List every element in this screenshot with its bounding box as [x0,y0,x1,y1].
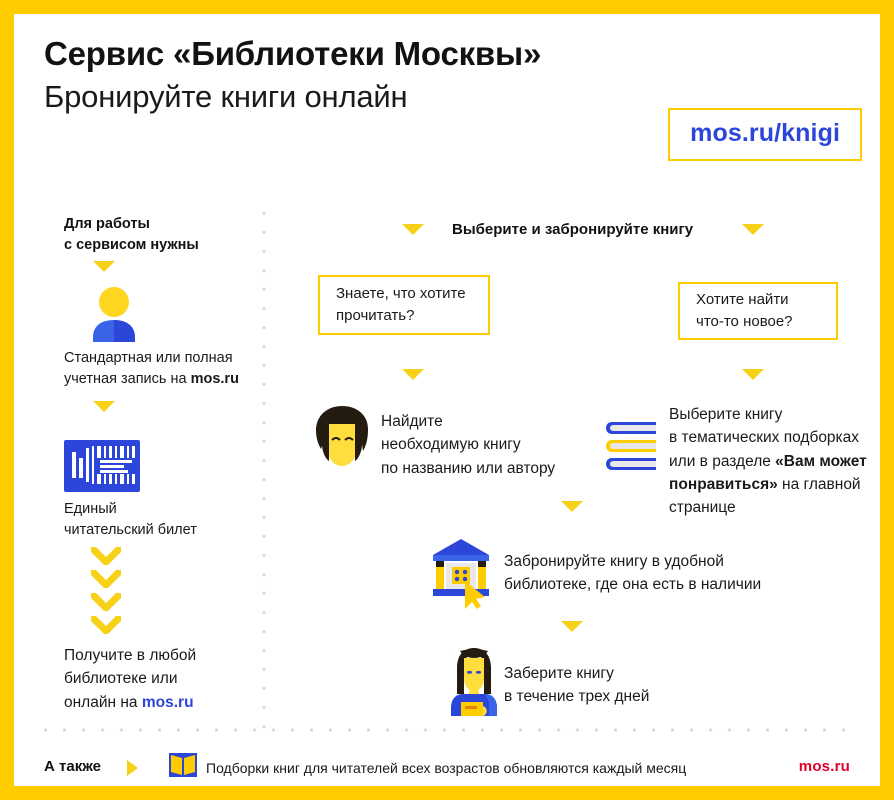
user-avatar-icon [88,287,140,342]
open-book-icon [169,753,197,782]
left-step1-mos-link[interactable]: mos.ru [190,371,239,388]
branch-right-line-4-rest: на главной [777,475,861,493]
curly-hair-person-icon [311,404,373,469]
left-step1-text: Стандартная или полная учетная запись на… [64,348,274,390]
library-step-line-1: Забронируйте книгу в удобной [504,553,724,570]
url-badge-label: mos.ru/knigi [690,119,840,147]
book-stack-icon [606,420,662,478]
pickup-step-line-1: Заберите книгу [504,665,614,682]
library-card-icon [64,440,140,492]
chevron-down-icon-1 [91,547,121,565]
branch-left-line-3: по названию или автору [381,459,556,477]
question-left-line-2: прочитать? [336,307,415,324]
branch-left-line-2: необходимую книгу [381,436,521,454]
branch-right-line-4: понравиться» на главной [669,473,874,496]
left-step3-line-3-prefix: онлайн на [64,693,142,711]
question-box-left[interactable]: Знаете, что хотите прочитать? [318,275,490,335]
down-arrow-branch-left [402,369,424,380]
down-arrow-left-1 [93,261,115,272]
branch-right-line-3-prefix: или в разделе [669,452,776,470]
question-right-text: Хотите найти что-то новое? [696,289,793,334]
branch-left-line-1: Найдите [381,413,443,430]
vertical-dotted-divider [262,204,266,732]
library-step-text: Забронируйте книгу в удобной библиотеке,… [504,550,804,597]
left-step1-line-2-prefix: учетная запись на [64,371,191,388]
down-arrow-left-2 [93,401,115,412]
left-step2-line-2: читательский билет [64,522,197,539]
chevron-down-icon-2 [91,570,121,588]
down-arrow-flow-left [402,224,424,235]
poster-header: Сервис «Библиотеки Москвы» Бронируйте кн… [44,35,860,115]
branch-left-text: Найдите необходимую книгу по названию ил… [381,410,591,480]
branch-right-line-5: странице [669,499,736,516]
library-step-line-2: библиотеке, где она есть в наличии [504,576,762,594]
left-step2-line-1: Единый [64,501,117,517]
question-right-line-2: что-то новое? [696,313,793,330]
left-step1-line-2: учетная запись на mos.ru [64,369,274,390]
question-left-line-1: Знаете, что хотите [336,284,466,302]
branch-right-text: Выберите книгу в тематических подборках … [669,403,874,519]
left-lead-line-1: Для работы [64,216,150,232]
left-lead-line-2: с сервисом нужны [64,237,199,254]
down-arrow-flow-right [742,224,764,235]
branch-right-line-1: Выберите книгу [669,406,783,423]
left-column-lead: Для работы с сервисом нужны [64,214,264,256]
left-step2-text: Единый читательский билет [64,499,264,541]
left-step3-line-2: библиотеке или [64,670,178,688]
page-title: Сервис «Библиотеки Москвы» [44,35,542,72]
down-arrow-to-pickup [561,621,583,632]
right-arrow-icon [127,760,138,776]
left-step3-line-3: онлайн на mos.ru [64,691,264,714]
horizontal-dotted-divider [36,728,858,732]
down-arrow-branch-right [742,369,764,380]
footer-note: Подборки книг для читателей всех возраст… [206,760,687,776]
question-left-text: Знаете, что хотите прочитать? [336,283,466,328]
page-subtitle: Бронируйте книги онлайн [44,78,408,114]
left-step1-line-1: Стандартная или полная [64,350,233,366]
left-step3-mos-link[interactable]: mos.ru [141,693,194,711]
pickup-step-text: Заберите книгу в течение трех дней [504,662,744,709]
branch-right-line-3: или в разделе «Вам может [669,450,874,473]
chevron-down-icon-3 [91,593,121,611]
question-right-line-1: Хотите найти [696,290,789,308]
woman-with-book-icon [446,646,502,716]
chevron-down-icon-4 [91,616,121,634]
left-step3-line-1: Получите в любой [64,647,197,664]
branch-right-line-3-bold: «Вам может [775,452,867,470]
poster-footer: А также Подборки книг для читателей всех… [14,742,880,800]
flow-heading: Выберите и забронируйте книгу [452,221,694,238]
pickup-step-line-2: в течение трех дней [504,688,650,706]
poster-sheet: Сервис «Библиотеки Москвы» Бронируйте кн… [14,14,880,786]
url-badge[interactable]: mos.ru/knigi [668,108,862,161]
library-building-icon [431,539,497,609]
branch-right-line-4-bold: понравиться» [669,475,778,493]
question-box-right[interactable]: Хотите найти что-то новое? [678,282,838,340]
left-step3-text: Получите в любой библиотеке или онлайн н… [64,644,264,714]
down-arrow-to-library [561,501,583,512]
footer-also-label: А также [44,758,101,775]
footer-brand[interactable]: mos.ru [798,758,850,775]
branch-right-line-2: в тематических подборках [669,429,860,447]
